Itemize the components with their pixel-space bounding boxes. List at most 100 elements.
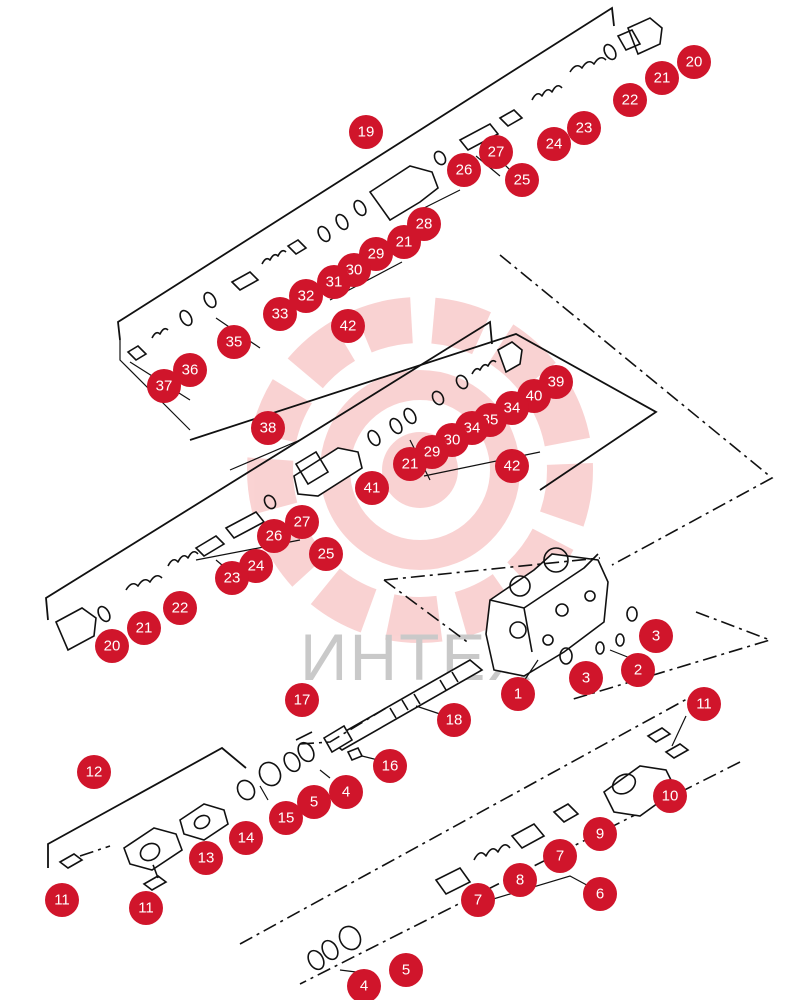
oring-21d	[97, 605, 111, 623]
callout-21c: 21	[393, 447, 427, 481]
bracket-12	[47, 746, 247, 868]
callout-11a: 11	[45, 883, 79, 917]
callout-35: 35	[217, 325, 251, 359]
seat-7a	[510, 822, 546, 850]
ring-30b	[403, 407, 417, 425]
svg-text:5: 5	[310, 794, 318, 811]
svg-text:10: 10	[662, 788, 679, 805]
bolt-11b	[142, 875, 168, 891]
svg-text:5: 5	[402, 962, 410, 979]
svg-text:21: 21	[654, 70, 671, 87]
pin-24a	[498, 109, 524, 127]
callout-7b: 7	[461, 883, 495, 917]
seat-7b	[434, 866, 472, 896]
ring-35a	[203, 291, 217, 309]
seat-37	[126, 344, 148, 362]
callout-14: 14	[229, 821, 263, 855]
callout-11c: 11	[687, 687, 721, 721]
svg-text:11: 11	[138, 900, 154, 917]
svg-text:26: 26	[456, 162, 473, 179]
svg-text:13: 13	[198, 850, 215, 867]
svg-text:33: 33	[272, 306, 289, 323]
spring-34b	[471, 359, 497, 375]
callout-12: 12	[77, 755, 111, 789]
svg-text:11: 11	[696, 696, 712, 713]
callout-5a: 5	[297, 785, 331, 819]
svg-text:31: 31	[326, 274, 343, 291]
svg-text:34: 34	[464, 420, 481, 437]
spool-assembly	[295, 659, 484, 762]
gasket-14	[179, 803, 229, 841]
svg-text:22: 22	[172, 600, 189, 617]
callout-15: 15	[269, 801, 303, 835]
callout-5b: 5	[389, 953, 423, 987]
svg-text:40: 40	[526, 388, 543, 405]
poppet-27b	[224, 510, 266, 540]
callout-group: 20 21 22 23 24 27 26 25 19 28 21 29 30 3…	[45, 45, 721, 1000]
spring-23a	[531, 84, 563, 101]
callout-7a: 7	[543, 839, 577, 873]
svg-text:12: 12	[86, 764, 103, 781]
svg-text:9: 9	[596, 826, 604, 843]
svg-text:18: 18	[446, 712, 463, 729]
oring-21b	[353, 199, 367, 217]
svg-text:8: 8	[516, 872, 524, 889]
oring-21c	[367, 429, 381, 447]
ring-35b	[179, 309, 193, 327]
plug-20b	[54, 607, 97, 652]
callout-36: 36	[173, 353, 207, 387]
callout-26b: 26	[257, 519, 291, 553]
ring-5a	[283, 751, 301, 773]
callout-23b: 23	[215, 561, 249, 595]
callout-20a: 20	[677, 45, 711, 79]
svg-text:20: 20	[104, 638, 121, 655]
cap-9	[552, 803, 580, 823]
ring-34c	[431, 390, 445, 406]
oring-4a	[297, 741, 315, 763]
callout-8: 8	[503, 863, 537, 897]
right-cap-assembly	[239, 693, 741, 985]
callout-1: 1	[501, 677, 535, 711]
callout-24a: 24	[537, 127, 571, 161]
callout-22b: 22	[163, 591, 197, 625]
svg-text:20: 20	[686, 54, 703, 71]
spring-22b	[125, 574, 163, 591]
svg-text:30: 30	[346, 262, 363, 279]
callout-21a: 21	[645, 61, 679, 95]
callout-19: 19	[349, 115, 383, 149]
svg-text:3: 3	[582, 670, 590, 687]
svg-text:4: 4	[360, 978, 368, 995]
plug-20a	[616, 17, 663, 56]
oring-3a	[626, 606, 638, 622]
bracket-42	[189, 333, 658, 491]
ring-29b	[389, 417, 403, 435]
callout-27a: 27	[479, 135, 513, 169]
callout-6: 6	[583, 877, 617, 911]
cap-31	[286, 238, 308, 256]
svg-text:32: 32	[298, 288, 315, 305]
svg-text:21: 21	[402, 456, 419, 473]
bolt-11a	[58, 853, 84, 869]
svg-text:25: 25	[318, 546, 335, 563]
callout-4b: 4	[347, 969, 381, 1000]
svg-text:37: 37	[156, 378, 173, 395]
svg-text:41: 41	[364, 480, 381, 497]
ring-29a	[317, 225, 331, 243]
svg-text:35: 35	[226, 334, 243, 351]
cartridge-41	[293, 447, 363, 497]
callout-18: 18	[437, 703, 471, 737]
pin-24b	[194, 534, 226, 558]
cap-39	[497, 341, 523, 374]
svg-text:23: 23	[576, 120, 593, 137]
svg-text:42: 42	[340, 318, 357, 335]
svg-text:25: 25	[514, 172, 531, 189]
callout-37: 37	[147, 369, 181, 403]
svg-text:27: 27	[294, 514, 311, 531]
callout-16: 16	[373, 749, 407, 783]
svg-text:14: 14	[238, 830, 255, 847]
svg-text:28: 28	[416, 216, 433, 233]
svg-text:27: 27	[488, 144, 505, 161]
svg-text:24: 24	[546, 136, 563, 153]
washer-15	[258, 761, 282, 787]
svg-text:22: 22	[622, 92, 639, 109]
